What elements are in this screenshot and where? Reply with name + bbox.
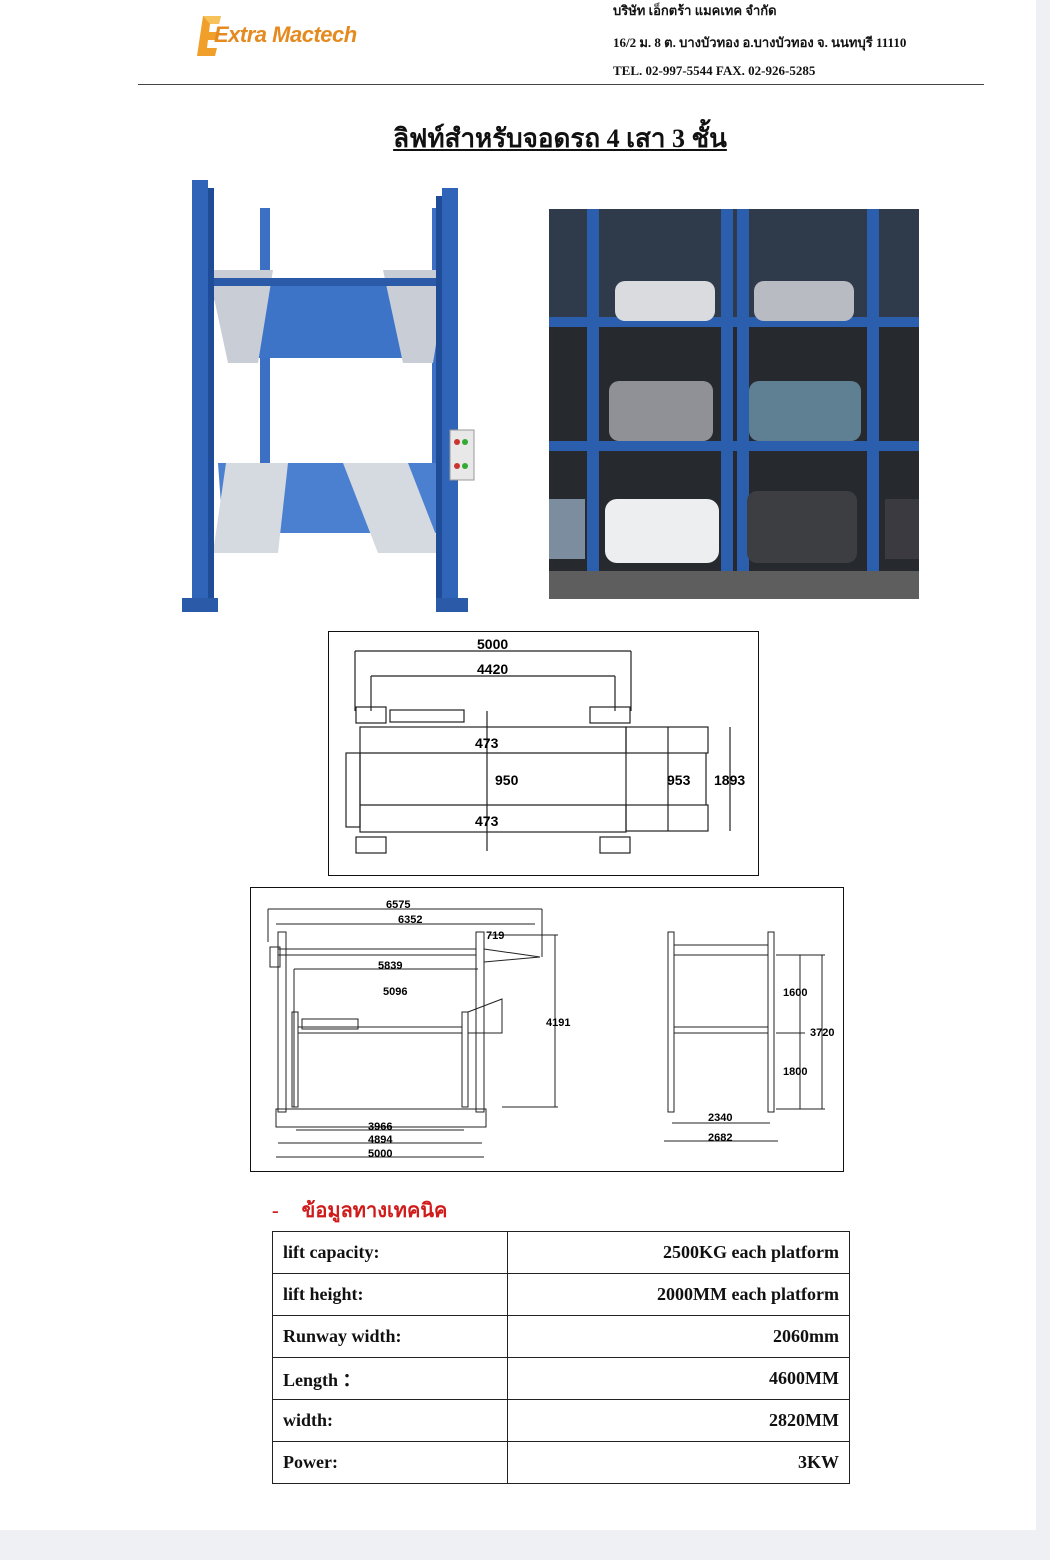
logo-mark — [197, 16, 221, 56]
dim-label: 473 — [475, 735, 499, 751]
dim-label: 1893 — [714, 772, 745, 788]
table-row: lift capacity: 2500KG each platform — [271, 1231, 850, 1274]
elevation-drawing: 6575 6352 719 5839 5096 4191 3966 4894 5… — [250, 887, 844, 1172]
dim-label: 4894 — [368, 1134, 393, 1146]
spec-label: Length ： — [271, 1357, 509, 1400]
section-title: ข้อมูลทางเทคนิค — [301, 1200, 448, 1222]
dim-label: 6575 — [386, 899, 410, 911]
logo-text: Extra Mactech — [214, 22, 357, 47]
lift-product-image — [182, 180, 475, 612]
dim-label: 2682 — [708, 1132, 732, 1144]
spec-value: 2060mm — [507, 1315, 850, 1358]
dim-label: 1800 — [783, 1066, 807, 1078]
dim-label: 5096 — [383, 986, 407, 998]
spec-label: Power: — [271, 1441, 509, 1484]
table-row: Runway width: 2060mm — [271, 1315, 850, 1358]
dim-label: 6352 — [398, 914, 422, 926]
dim-label: 950 — [495, 772, 519, 788]
dim-label: 5839 — [378, 960, 402, 972]
spec-label: lift height: — [271, 1273, 509, 1316]
header-divider — [138, 84, 984, 85]
dim-label: 5000 — [477, 636, 508, 652]
page-title: ลิฟท์สำหรับจอดรถ 4 เสา 3 ชั้น — [393, 124, 727, 153]
section-bullet: - — [272, 1200, 279, 1222]
spec-value: 3KW — [507, 1441, 850, 1484]
company-contact: TEL. 02-997-5544 FAX. 02-926-5285 — [613, 63, 816, 78]
dim-label: 5000 — [368, 1148, 392, 1160]
dim-label: 719 — [486, 930, 504, 942]
document-page: Extra Mactech บริษัท เอ็กตร้า แมคเทค จำก… — [0, 0, 1036, 1530]
dim-label: 3966 — [368, 1121, 392, 1133]
dim-label: 4191 — [546, 1017, 570, 1029]
table-row: width: 2820MM — [271, 1399, 850, 1442]
spec-label: lift capacity: — [271, 1231, 509, 1274]
spec-value: 2500KG each platform — [507, 1231, 850, 1274]
spec-label: width: — [271, 1399, 509, 1442]
dim-label: 1600 — [783, 987, 807, 999]
dim-label: 4420 — [477, 661, 508, 677]
company-name: บริษัท เอ็กตร้า แมคเทค จำกัด — [613, 3, 777, 18]
spec-table: lift capacity: 2500KG each platform lift… — [271, 1231, 850, 1484]
table-row: Length ： 4600MM — [271, 1357, 850, 1400]
spec-value: 4600MM — [507, 1357, 850, 1400]
spec-value: 2000MM each platform — [507, 1273, 850, 1316]
dim-label: 953 — [667, 772, 691, 788]
table-row: Power: 3KW — [271, 1441, 850, 1484]
parking-photo — [549, 209, 919, 599]
dim-label: 473 — [475, 813, 499, 829]
spec-label: Runway width: — [271, 1315, 509, 1358]
dim-label: 3720 — [810, 1027, 834, 1039]
top-view-drawing: 5000 4420 473 950 473 953 1893 — [328, 631, 759, 876]
section-heading: - ข้อมูลทางเทคนิค — [272, 1194, 447, 1226]
dim-label: 2340 — [708, 1112, 732, 1124]
table-row: lift height: 2000MM each platform — [271, 1273, 850, 1316]
company-address: 16/2 ม. 8 ต. บางบัวทอง อ.บางบัวทอง จ. นน… — [613, 35, 907, 50]
spec-value: 2820MM — [507, 1399, 850, 1442]
